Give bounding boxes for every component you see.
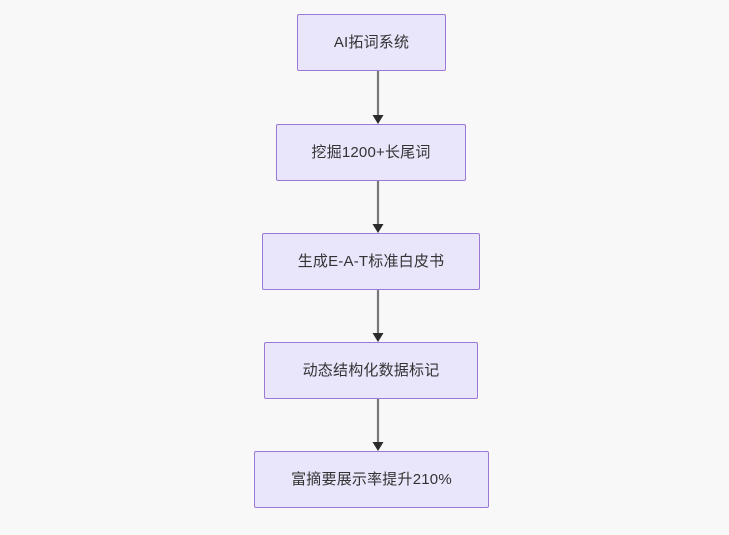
arrowhead-icon [372, 115, 384, 124]
flow-node-label: 挖掘1200+长尾词 [311, 144, 431, 161]
flow-node-dynamic-structured-data-markup[interactable]: 动态结构化数据标记 [264, 342, 478, 399]
edge-n1-n2 [371, 71, 385, 124]
flow-node-mine-longtail-keywords[interactable]: 挖掘1200+长尾词 [276, 124, 466, 181]
edge-n4-n5 [371, 399, 385, 451]
arrowhead-icon [372, 442, 384, 451]
flow-node-ai-keyword-system[interactable]: AI拓词系统 [297, 14, 446, 71]
flow-node-generate-eat-whitepaper[interactable]: 生成E-A-T标准白皮书 [262, 233, 480, 290]
arrowhead-icon [372, 224, 384, 233]
arrowhead-icon [372, 333, 384, 342]
flow-node-label: AI拓词系统 [333, 34, 410, 51]
flow-node-rich-snippet-impression-lift[interactable]: 富摘要展示率提升210% [254, 451, 489, 508]
edge-n2-n3 [371, 181, 385, 233]
flow-node-label: 富摘要展示率提升210% [291, 471, 452, 488]
flow-node-label: 生成E-A-T标准白皮书 [297, 253, 445, 270]
flow-node-label: 动态结构化数据标记 [302, 362, 440, 379]
edge-n3-n4 [371, 290, 385, 342]
